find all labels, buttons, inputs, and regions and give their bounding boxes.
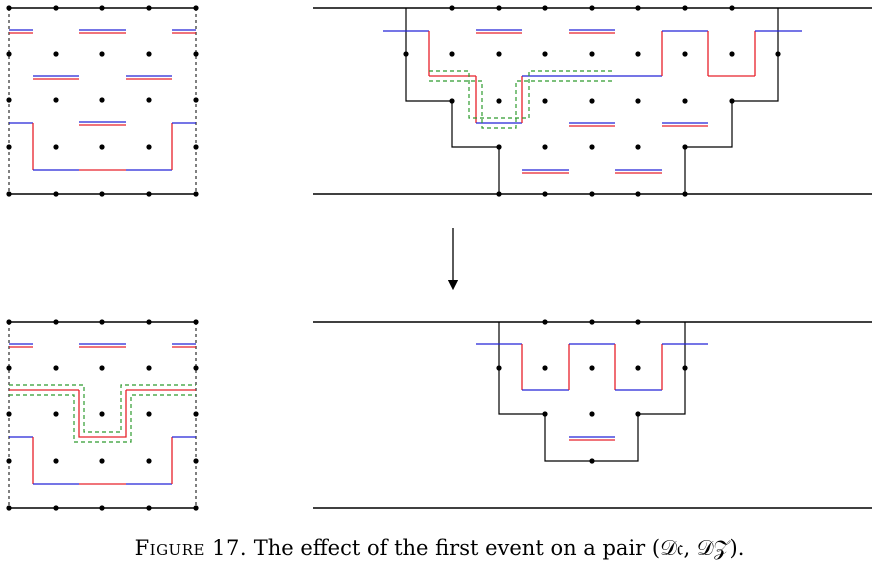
- panel-top-left: [6, 5, 199, 197]
- panel-top-right: [313, 5, 872, 197]
- panel-bottom-right: [313, 319, 872, 509]
- figure-label: Figure 17.: [134, 536, 248, 560]
- panel-bottom-left: [6, 319, 199, 511]
- figure-caption-text: The effect of the first event on a pair …: [253, 536, 745, 560]
- figure-caption: Figure 17. The effect of the first event…: [0, 536, 879, 561]
- figure-17: [6, 5, 872, 511]
